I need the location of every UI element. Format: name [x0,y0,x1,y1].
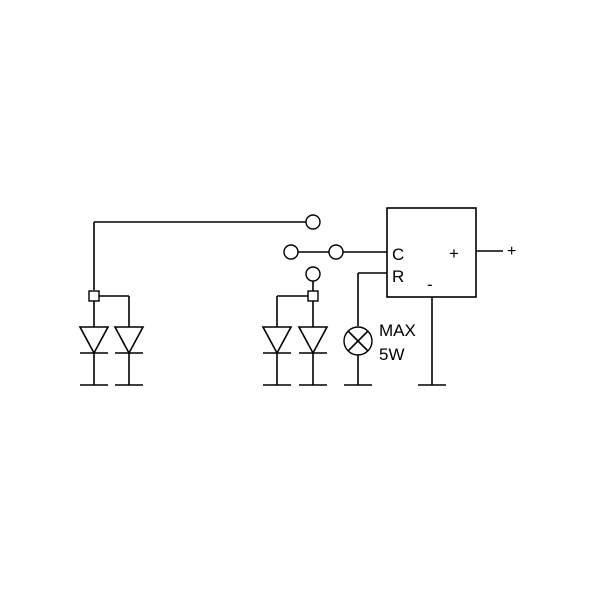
junction-box-left [88,290,100,302]
terminal-lower [305,266,321,282]
module-pin-c-label: C [392,245,404,264]
terminal-top [305,214,321,230]
lamp-label-watt: 5W [379,345,405,364]
switch-terminal-right [328,244,344,260]
lamp-label-max: MAX [379,321,416,340]
module-plus-label: + [449,244,459,263]
output-plus-label: + [507,243,516,260]
diode-icon [78,326,110,386]
module-minus-label: - [427,275,433,294]
junction-box-right [307,290,319,302]
switch-terminal-left [283,244,299,260]
diode-icon [261,326,293,386]
diode-icon [113,326,145,386]
module-pin-r-label: R [392,267,404,286]
lamp-icon [343,326,373,356]
diode-icon [297,326,329,386]
